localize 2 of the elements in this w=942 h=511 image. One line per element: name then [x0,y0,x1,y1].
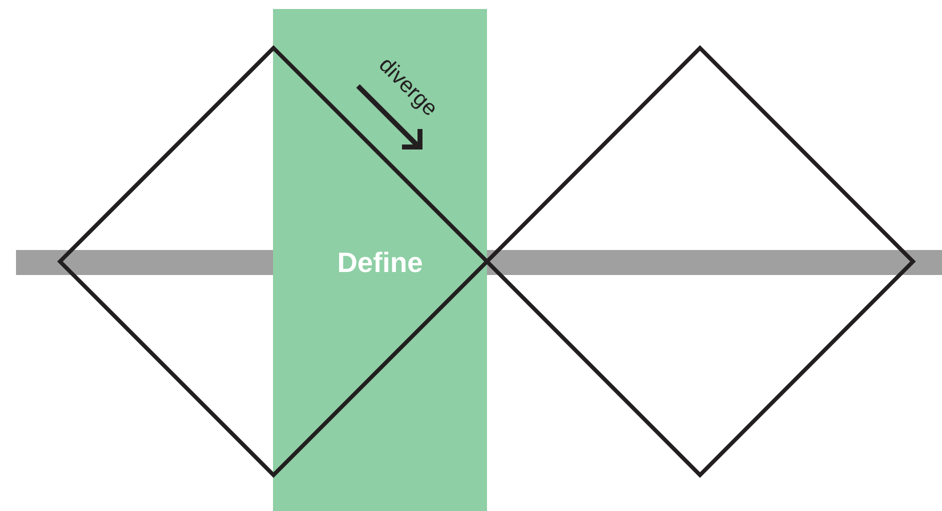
phase-title: Define [337,247,423,279]
phase-band [273,9,487,511]
